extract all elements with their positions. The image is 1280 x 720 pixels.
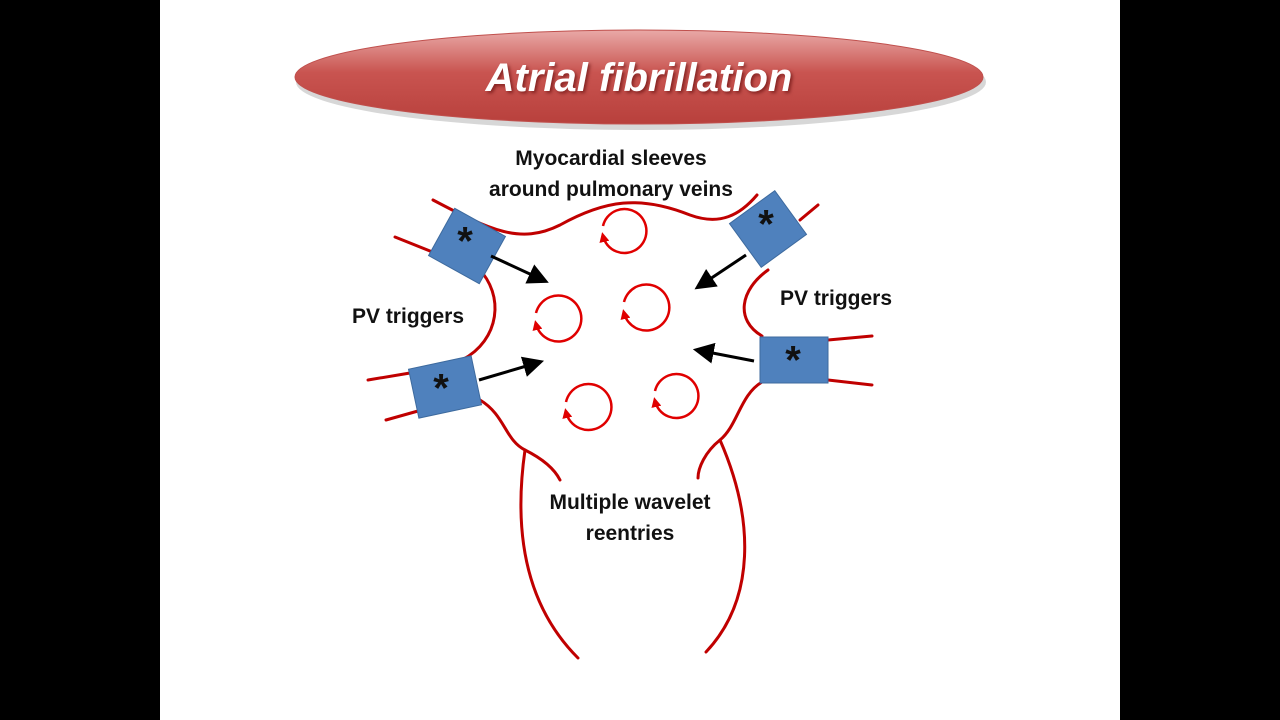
trigger-marker: * (433, 367, 449, 411)
pv-trigger-top-right: * (728, 190, 808, 268)
page-title: Atrial fibrillation (485, 56, 793, 100)
label-wavelet-line1: Multiple wavelet (549, 491, 711, 514)
vein-mid-right-upper (826, 334, 874, 342)
reentry-wavelets (532, 207, 700, 432)
reentry-circle (599, 207, 648, 255)
arrow-mid-left (478, 356, 545, 382)
vein-top-right-wall (798, 203, 820, 222)
atrium-top-edge (431, 193, 759, 236)
vein-mid-left-lower (384, 409, 420, 422)
atrium-lower-left (478, 398, 562, 482)
trigger-marker: * (457, 220, 473, 264)
label-myocardial-sleeves: Myocardial sleeves around pulmonary vein… (456, 143, 766, 205)
label-sleeves-line2: around pulmonary veins (489, 178, 733, 201)
trigger-marker: * (785, 339, 801, 383)
reentry-circle (562, 382, 613, 432)
vein-mid-left-upper (366, 371, 412, 382)
label-pv-triggers-right: PV triggers (779, 287, 893, 310)
arrow-top-left (490, 254, 549, 284)
atrium-outline (366, 193, 874, 660)
pv-trigger-top-left: * (427, 207, 507, 285)
label-multiple-wavelet: Multiple wavelet reentries (505, 487, 755, 549)
trigger-arrows (478, 253, 755, 382)
label-sleeves-line1: Myocardial sleeves (515, 147, 707, 170)
reentry-circle (651, 372, 700, 420)
arrow-top-right (694, 253, 747, 290)
atrium-right-edge (742, 268, 770, 338)
reentry-circle (532, 294, 583, 343)
arrow-mid-right (692, 342, 755, 364)
label-pv-triggers-left: PV triggers (351, 305, 465, 328)
pv-trigger-mid-left: * (407, 355, 483, 419)
pv-trigger-mid-right: * (759, 336, 829, 384)
atrium-left-edge (460, 266, 497, 362)
trigger-marker: * (758, 203, 774, 247)
outflow-right (704, 438, 747, 654)
label-wavelet-line2: reentries (585, 522, 675, 545)
outflow-left (519, 448, 580, 660)
reentry-circle (620, 283, 671, 332)
vein-mid-right-lower (826, 378, 874, 387)
title-banner (294, 29, 984, 125)
